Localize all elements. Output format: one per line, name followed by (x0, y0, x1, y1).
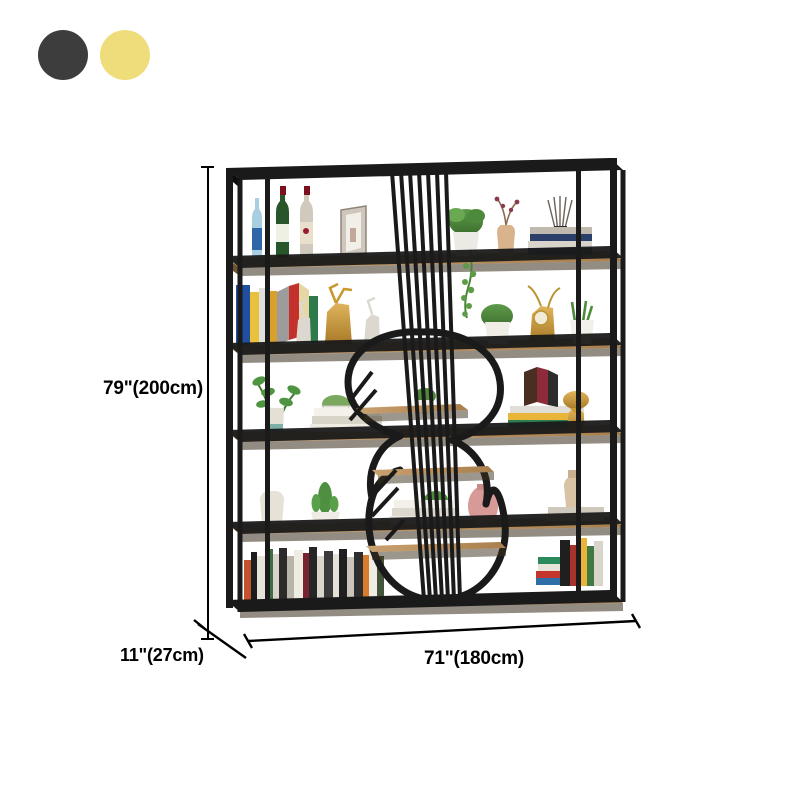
color-swatch-yellow[interactable] (100, 30, 150, 80)
dimension-cap-bottom (201, 638, 214, 640)
dimension-label-width: 71"(180cm) (424, 648, 524, 669)
book-row-left (244, 547, 384, 600)
deer-figurine-gold (325, 282, 353, 344)
dimension-label-height: 79"(200cm) (103, 378, 203, 399)
dimension-line-depth (193, 619, 247, 659)
book-row-right (536, 538, 603, 586)
color-swatch-group (38, 30, 150, 80)
color-swatch-black[interactable] (38, 30, 88, 80)
dimension-line-width (242, 613, 642, 649)
shelf-items-tier-5 (244, 538, 603, 600)
dimension-label-depth: 11"(27cm) (120, 645, 204, 665)
dimension-cap-top (201, 166, 214, 168)
guitar-support-rungs (348, 370, 406, 542)
shelf-frame-front (226, 158, 626, 612)
deer-clock-gold (527, 285, 561, 342)
dimension-line-height (207, 166, 209, 640)
deer-figurine-white (296, 299, 311, 344)
